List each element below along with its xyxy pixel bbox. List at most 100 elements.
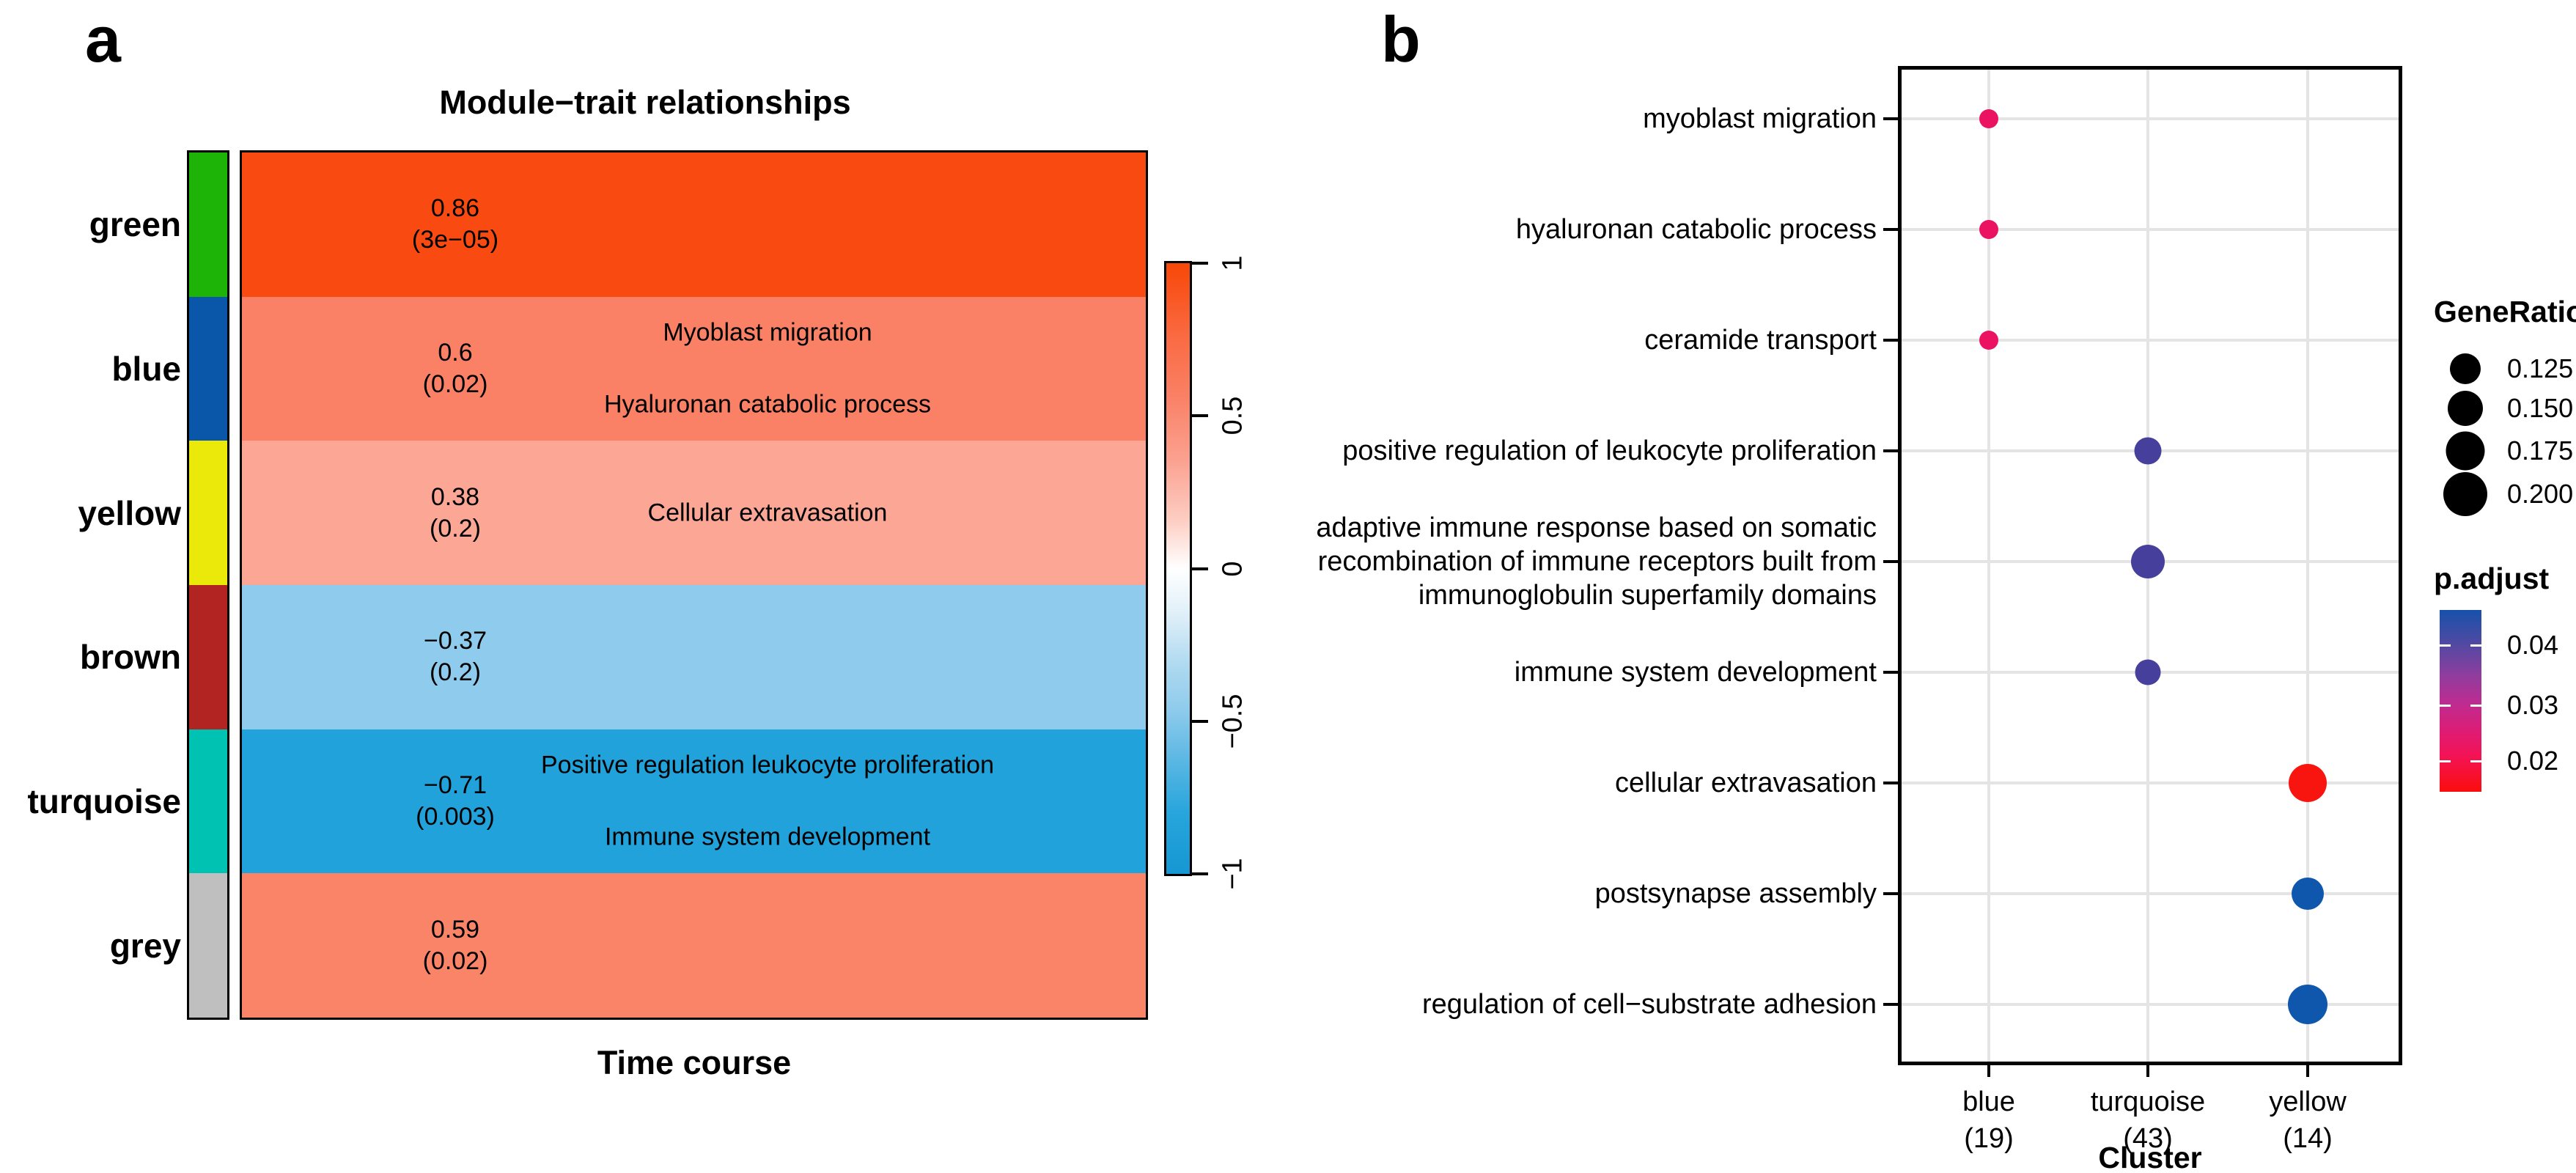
y-axis-tick (1883, 228, 1898, 231)
colorbar-tick-mark (1192, 872, 1208, 875)
correlation-colorbar (1164, 261, 1192, 876)
cell-value-block: 0.6(0.02) (423, 337, 488, 400)
panel-a-label: a (85, 3, 121, 76)
enrichment-dot (1979, 331, 1998, 350)
module-color-swatch (189, 296, 227, 441)
cluster-name: blue (1962, 1086, 2015, 1117)
y-axis-label: immune system development (1261, 655, 1877, 689)
enrichment-dot (2131, 545, 2165, 578)
padjust-tick-dash-right (2470, 705, 2481, 707)
y-axis-label-line: hyaluronan catabolic process (1515, 214, 1877, 245)
gene-ratio-legend-title: GeneRatio (2434, 295, 2576, 328)
heatmap-body (240, 150, 1148, 1020)
cell-value-block: −0.71(0.003) (416, 770, 495, 833)
heatmap-cell (242, 152, 1146, 297)
module-color-strip (187, 150, 229, 1020)
enrichment-dot (2288, 985, 2327, 1024)
y-axis-tick (1883, 671, 1898, 674)
y-axis-label-line: positive regulation of leukocyte prolife… (1342, 435, 1877, 466)
module-color-swatch (189, 873, 227, 1018)
cell-correlation-value: −0.37 (423, 627, 487, 655)
colorbar-tick-label: 1 (1217, 255, 1248, 271)
y-axis-label-line: cellular extravasation (1615, 768, 1877, 798)
y-axis-label: regulation of cell−substrate adhesion (1261, 988, 1877, 1021)
cell-annotation: Positive regulation leukocyte proliferat… (540, 751, 995, 779)
y-axis-tick (1883, 1003, 1898, 1006)
module-row-label: blue (111, 350, 181, 388)
cell-correlation-value: −0.71 (423, 771, 487, 799)
panel-a-title: Module−trait relationships (439, 84, 851, 121)
colorbar-tick-mark (1192, 719, 1208, 723)
cell-pvalue: (0.2) (430, 514, 481, 543)
y-axis-tick (1883, 339, 1898, 342)
cell-value-block: 0.38(0.2) (430, 482, 481, 545)
padjust-tick-dash-right (2470, 760, 2481, 762)
padjust-tick-dash-left (2440, 705, 2451, 707)
cluster-gene-count: (19) (1964, 1123, 2014, 1154)
heatmap-cell (242, 729, 1146, 874)
x-axis-label: turquoise (43) (2091, 1084, 2205, 1157)
cell-annotation: Myoblast migration (663, 318, 872, 347)
cell-annotation: Hyaluronan catabolic process (603, 390, 932, 419)
x-axis-label: yellow(14) (2269, 1084, 2347, 1157)
gridline-horizontal (1898, 782, 2402, 784)
padjust-tick-dash-left (2440, 644, 2451, 647)
y-axis-label-line: recombination of immune receptors built … (1317, 546, 1877, 577)
y-axis-label: positive regulation of leukocyte prolife… (1261, 434, 1877, 468)
gridline-vertical (1987, 66, 1990, 1065)
gridline-horizontal (1898, 339, 2402, 342)
cell-pvalue: (0.2) (430, 658, 481, 687)
panel-a-xaxis-title: Time course (597, 1044, 792, 1081)
gene-ratio-legend-circle (2446, 431, 2485, 471)
x-axis-tick (2146, 1065, 2149, 1077)
y-axis-label: ceramide transport (1261, 323, 1877, 357)
module-color-swatch (189, 729, 227, 874)
module-color-swatch (189, 585, 227, 729)
panel-b-xaxis-title: Cluster (2098, 1141, 2202, 1173)
enrichment-dot (2135, 659, 2161, 685)
y-axis-tick (1883, 117, 1898, 120)
module-row-label: turquoise (27, 782, 181, 820)
colorbar-tick-label: −1 (1217, 858, 1248, 890)
gridline-vertical (2306, 66, 2309, 1065)
padjust-tick-label: 0.02 (2507, 746, 2559, 776)
heatmap-cell (242, 441, 1146, 585)
padjust-colorbar (2440, 610, 2481, 792)
y-axis-label-line: ceramide transport (1644, 325, 1877, 356)
x-axis-tick (1987, 1065, 1990, 1077)
cell-correlation-value: 0.59 (430, 915, 480, 944)
cell-annotation: Immune system development (604, 823, 931, 851)
colorbar-tick-mark (1192, 567, 1208, 570)
y-axis-label: adaptive immune response based on somati… (1261, 511, 1877, 612)
cell-correlation-value: 0.86 (430, 194, 480, 223)
gene-ratio-legend-value: 0.175 (2507, 435, 2574, 466)
gridline-horizontal (1898, 228, 2402, 231)
y-axis-label: hyaluronan catabolic process (1261, 213, 1877, 246)
y-axis-label: myoblast migration (1261, 102, 1877, 136)
y-axis-label-line: myoblast migration (1643, 103, 1877, 134)
y-axis-label: cellular extravasation (1261, 766, 1877, 800)
gridline-horizontal (1898, 892, 2402, 895)
heatmap-cell (242, 585, 1146, 729)
padjust-tick-dash-right (2470, 644, 2481, 647)
cell-value-block: −0.37 (0.2) (424, 625, 487, 688)
padjust-tick-label: 0.03 (2507, 690, 2559, 720)
y-axis-label-line: regulation of cell−substrate adhesion (1421, 989, 1877, 1020)
enrichment-dot (2289, 764, 2327, 802)
cell-value-block: 0.86(3e−05) (412, 193, 498, 256)
cluster-gene-count: (14) (2283, 1123, 2333, 1154)
gene-ratio-legend-value: 0.200 (2507, 479, 2574, 509)
y-axis-label-line: immunoglobulin superfamily domains (1418, 580, 1877, 611)
y-axis-label-line: adaptive immune response based on somati… (1316, 512, 1877, 543)
heatmap-cell (242, 296, 1146, 441)
colorbar-tick-label: 0.5 (1217, 396, 1248, 435)
gene-ratio-legend-circle (2443, 472, 2487, 516)
cluster-gene-count: (43) (2123, 1123, 2173, 1154)
y-axis-tick (1883, 560, 1898, 563)
padjust-legend-title: p.adjust (2434, 562, 2550, 595)
padjust-tick-dash-left (2440, 760, 2451, 762)
module-row-label: yellow (78, 493, 181, 532)
colorbar-tick-mark (1192, 262, 1208, 265)
cluster-name: turquoise (2090, 1086, 2206, 1117)
